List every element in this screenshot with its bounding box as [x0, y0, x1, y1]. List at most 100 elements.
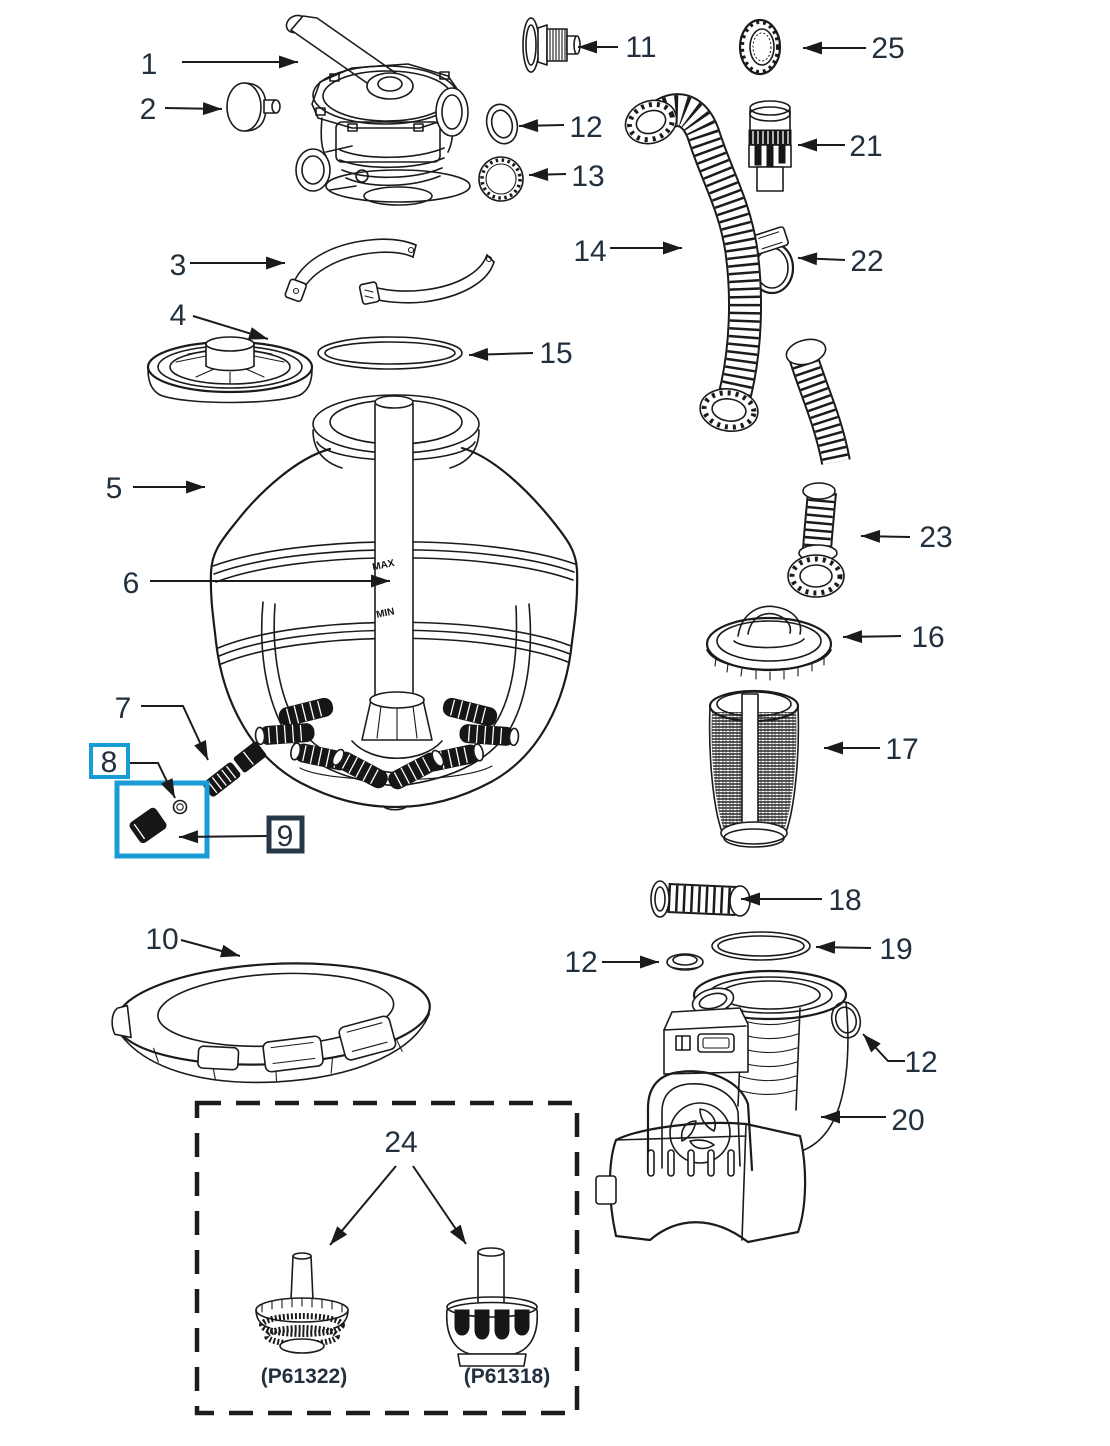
callout-12: 12 [518, 111, 603, 144]
callout-3: 3 [170, 249, 285, 282]
arrowhead-icon [160, 778, 175, 798]
part-24-nozzle-p61318 [445, 1247, 539, 1367]
arrowhead-icon [449, 1224, 466, 1244]
arrowhead-icon [519, 119, 539, 133]
callout-7: 7 [115, 692, 209, 761]
arrowhead-icon [266, 256, 285, 270]
part-7-drain-fitting [202, 741, 267, 797]
callout-8: 8 [89, 743, 176, 799]
callout-label-text: 5 [106, 472, 123, 505]
part-10-base-ring [111, 962, 431, 1084]
callout-label-text: 19 [879, 933, 912, 966]
callout-23: 23 [860, 521, 953, 554]
part-1-multiport-valve [285, 14, 471, 206]
callout-24: 24 [329, 1126, 467, 1246]
callout-label-text: 12 [904, 1046, 937, 1079]
arrowhead-icon [863, 1034, 881, 1053]
callout-22: 22 [797, 245, 884, 278]
callout-label-text: 4 [170, 299, 187, 332]
callout-6: 6 [123, 567, 390, 600]
arrowhead-icon [798, 138, 817, 152]
part-14-filter-hose [624, 93, 763, 432]
callout-label-text: 6 [123, 567, 140, 600]
arrowhead-icon [529, 167, 549, 181]
callout-label-text: 1 [141, 48, 158, 81]
callout-label-text: 8 [101, 746, 118, 779]
arrowhead-icon [469, 347, 489, 361]
callout-label-text: 12 [569, 111, 602, 144]
callout-2: 2 [140, 93, 223, 126]
part-25-collar-nut [738, 18, 782, 76]
part-24-nozzle-p61322 [255, 1252, 349, 1354]
part-12-o-ring-pump-inlet [666, 953, 704, 971]
part-17-strainer-basket [708, 689, 800, 848]
arrowhead-icon [816, 940, 836, 954]
lateral-arm [388, 749, 445, 790]
callout-label-text: 10 [145, 923, 178, 956]
part-6-standpipe [374, 395, 414, 705]
callout-label-text: 12 [564, 946, 597, 979]
part-21-strainer-adapter [748, 100, 792, 192]
callout-label-box [89, 743, 130, 779]
callout-label-text: 15 [539, 337, 572, 370]
callout-label-text: 23 [919, 521, 952, 554]
callout-label-text: 7 [115, 692, 132, 725]
callout-label-box [266, 815, 305, 854]
arrowhead-icon [663, 241, 682, 255]
callout-14: 14 [573, 235, 682, 268]
part-16-pump-lid [705, 605, 833, 681]
callout-15: 15 [468, 337, 573, 370]
part-12-o-ring-valve [485, 103, 519, 145]
arrowhead-icon [861, 529, 881, 543]
arrowhead-icon [194, 740, 208, 760]
lateral-arm [331, 748, 388, 789]
callout-12: 12 [862, 1033, 938, 1079]
callout-25: 25 [803, 32, 905, 65]
callout-label-text: MAX [371, 558, 395, 573]
callout-label-text: 21 [849, 130, 882, 163]
arrowhead-icon [821, 1110, 840, 1124]
arrowhead-icon [798, 252, 818, 266]
callout-label-text: 2 [140, 93, 157, 126]
callout-18: 18 [741, 884, 862, 917]
part-15-tank-o-ring [317, 336, 463, 370]
callout-label-text: 20 [891, 1104, 924, 1137]
part-12-o-ring-pump-outlet [830, 1001, 862, 1039]
arrowhead-icon [824, 741, 843, 755]
part-19-pump-o-ring [711, 931, 811, 961]
part-20-pump [595, 969, 849, 1244]
arrowhead-icon [186, 480, 205, 494]
callout-label-text: 17 [885, 733, 918, 766]
part-9-drain-plug [129, 807, 167, 844]
lateral-arm [254, 723, 315, 746]
callout-19: 19 [815, 933, 913, 966]
part-2-valve-cap [226, 82, 281, 132]
callout-P61318: (P61318) [464, 1365, 550, 1388]
callout-9: 9 [178, 815, 305, 854]
arrowhead-icon [741, 892, 760, 906]
highlight-box-parts-8-9 [114, 780, 210, 859]
callout-label-text: 14 [573, 235, 606, 268]
callout-17: 17 [824, 733, 919, 766]
arrowhead-icon [247, 327, 268, 340]
callout-label-text: 11 [625, 31, 656, 64]
callout-5: 5 [106, 472, 205, 505]
callout-label-text: 25 [871, 32, 904, 65]
callout-label-text: 9 [277, 820, 294, 853]
callout-annotations: 1234567891011121314152521222316171819121… [89, 31, 953, 1416]
callout-label-text: (P61322) [261, 1365, 347, 1388]
arrowhead-icon [179, 830, 199, 844]
part-23-connection-hose [785, 338, 851, 598]
part-18-inlet-fitting [650, 880, 751, 918]
callout-11: 11 [578, 31, 657, 64]
callout-label-text: MIN [375, 606, 395, 621]
callout-13: 13 [528, 160, 605, 193]
lateral-arm [278, 697, 334, 727]
callout-label-text: 18 [828, 884, 861, 917]
leader-line [141, 705, 209, 761]
part-4-tank-lid [146, 336, 314, 404]
arrowhead-icon [371, 574, 390, 588]
callout-label-text: 24 [384, 1126, 417, 1159]
